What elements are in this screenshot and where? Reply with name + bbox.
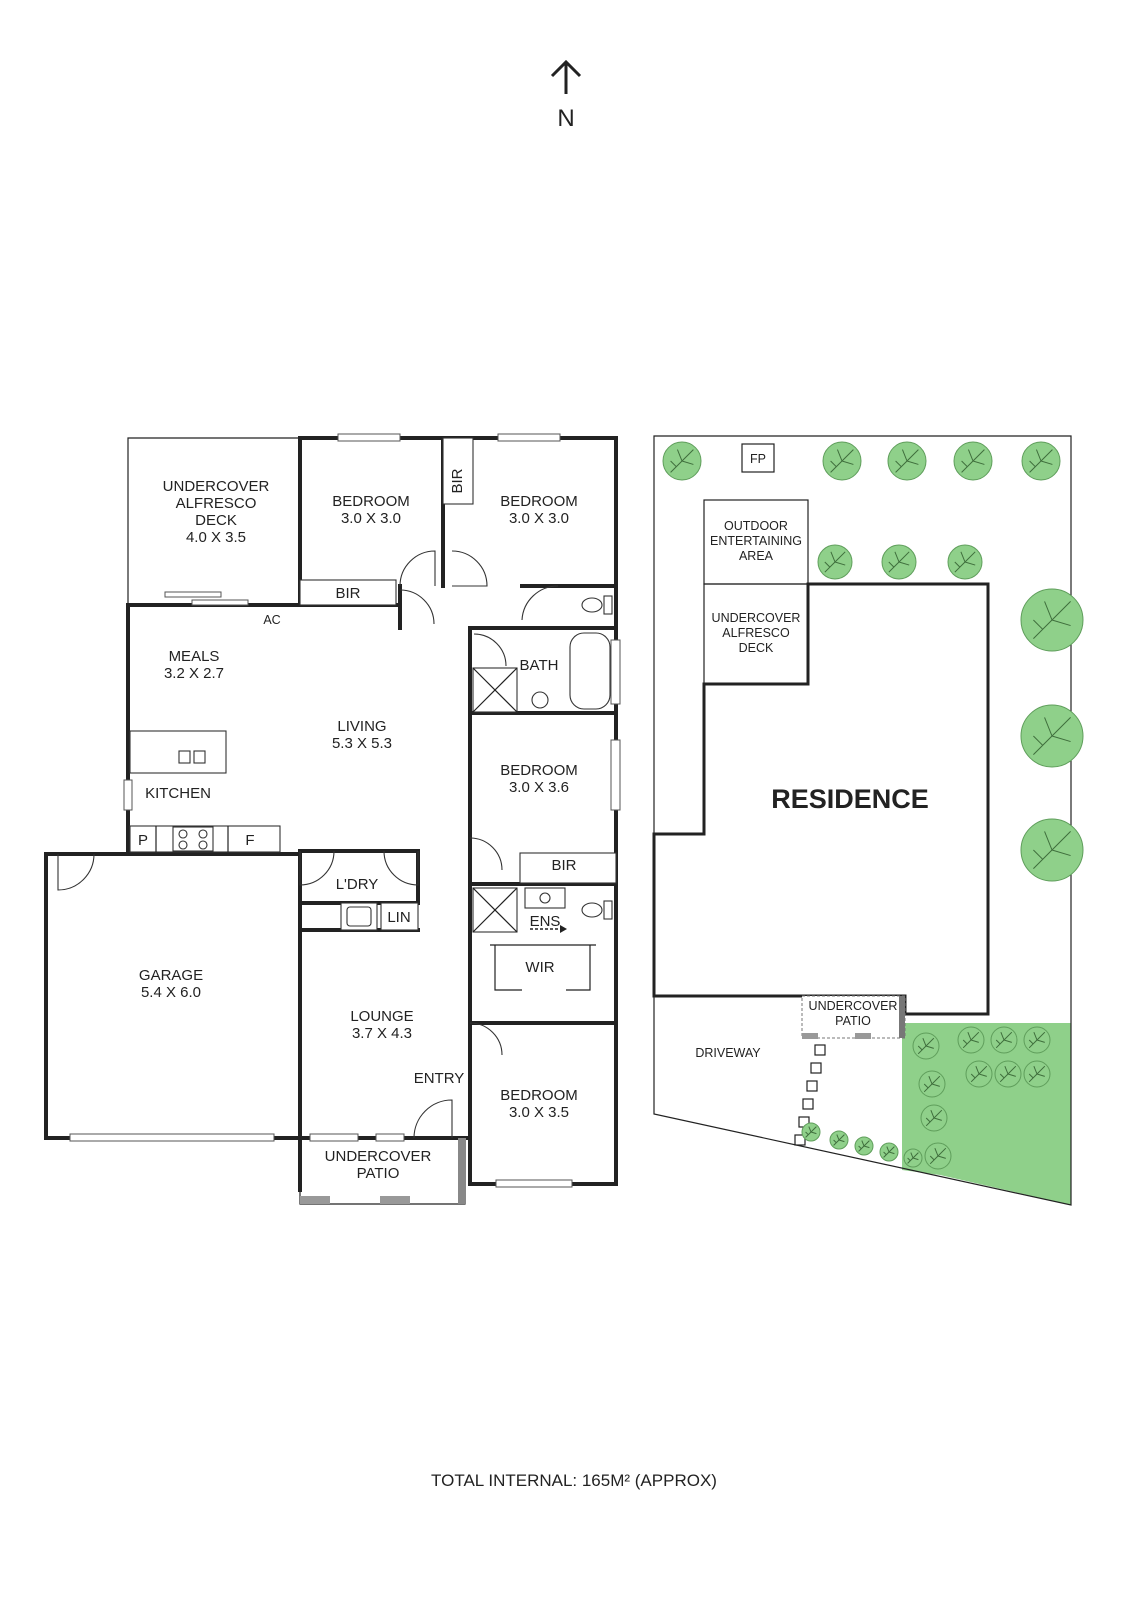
living-dims: 5.3 X 5.3 xyxy=(332,735,392,752)
site-deck-label-2: ALFRESCO xyxy=(722,626,790,640)
wir-label: WIR xyxy=(525,959,554,976)
outdoor-area-label-3: AREA xyxy=(739,549,774,563)
tree-icon xyxy=(817,544,853,580)
site-deck-label-1: UNDERCOVER xyxy=(712,611,801,625)
bedroom-2-dims: 3.0 X 3.0 xyxy=(509,510,569,527)
tree-icon xyxy=(920,1104,948,1132)
bath-label: BATH xyxy=(520,657,559,674)
site-trees xyxy=(662,441,1084,1170)
tree-icon xyxy=(965,1060,993,1088)
tree-icon xyxy=(1023,1026,1051,1054)
tree-icon xyxy=(1021,441,1061,481)
bedroom-4-dims: 3.0 X 3.5 xyxy=(509,1104,569,1121)
bir-bedroom-1-label: BIR xyxy=(335,585,360,602)
tree-icon xyxy=(1023,1060,1051,1088)
driveway-label: DRIVEWAY xyxy=(695,1046,761,1060)
bedroom-1-dims: 3.0 X 3.0 xyxy=(341,510,401,527)
meals-label: MEALS xyxy=(169,648,220,665)
tree-icon xyxy=(887,441,927,481)
tree-icon xyxy=(903,1148,923,1168)
tree-icon xyxy=(822,441,862,481)
alfresco-label-2: ALFRESCO xyxy=(176,495,257,512)
ensuite-label: ENS xyxy=(530,913,561,930)
tree-icon xyxy=(801,1122,821,1142)
tree-icon xyxy=(829,1130,849,1150)
site-patio-label-2: PATIO xyxy=(835,1014,871,1028)
front-patio-label-2: PATIO xyxy=(357,1165,400,1182)
tree-icon xyxy=(854,1136,874,1156)
north-arrow-icon xyxy=(550,59,582,94)
bedroom-3-dims: 3.0 X 3.6 xyxy=(509,779,569,796)
site-plan-drawing xyxy=(652,435,1072,1206)
bir-bedroom-3-label: BIR xyxy=(551,857,576,874)
bir-vertical-label: BIR xyxy=(449,468,466,493)
tree-icon xyxy=(1020,588,1084,652)
tree-icon xyxy=(912,1032,940,1060)
tree-icon xyxy=(918,1070,946,1098)
lounge-label: LOUNGE xyxy=(350,1008,413,1025)
outdoor-area-label-2: ENTERTAINING xyxy=(710,534,802,548)
alfresco-dims: 4.0 X 3.5 xyxy=(186,529,246,546)
bedroom-1-label: BEDROOM xyxy=(332,493,410,510)
tree-icon xyxy=(1020,818,1084,882)
bedroom-2-label: BEDROOM xyxy=(500,493,578,510)
tree-icon xyxy=(924,1142,952,1170)
tree-icon xyxy=(662,441,702,481)
linen-label: LIN xyxy=(387,909,410,926)
fp-label: FP xyxy=(750,452,766,466)
floor-plan-drawing xyxy=(44,433,621,1205)
bedroom-3-label: BEDROOM xyxy=(500,762,578,779)
bedroom-4-label: BEDROOM xyxy=(500,1087,578,1104)
kitchen-label: KITCHEN xyxy=(145,785,211,802)
tree-icon xyxy=(990,1026,1018,1054)
tree-icon xyxy=(953,441,993,481)
meals-dims: 3.2 X 2.7 xyxy=(164,665,224,682)
living-label: LIVING xyxy=(337,718,386,735)
residence-label: RESIDENCE xyxy=(771,784,929,814)
total-area-label: TOTAL INTERNAL: 165M² (APPROX) xyxy=(431,1471,717,1490)
tree-icon xyxy=(1020,704,1084,768)
tree-icon xyxy=(881,544,917,580)
site-patio-label-1: UNDERCOVER xyxy=(809,999,898,1013)
alfresco-label-1: UNDERCOVER xyxy=(163,478,270,495)
front-patio-label-1: UNDERCOVER xyxy=(325,1148,432,1165)
north-label: N xyxy=(557,105,574,132)
alfresco-label-3: DECK xyxy=(195,512,237,529)
lounge-dims: 3.7 X 4.3 xyxy=(352,1025,412,1042)
garage-label: GARAGE xyxy=(139,967,203,984)
tree-icon xyxy=(879,1142,899,1162)
garage-dims: 5.4 X 6.0 xyxy=(141,984,201,1001)
ac-label: AC xyxy=(263,613,280,627)
entry-label: ENTRY xyxy=(414,1070,465,1087)
site-deck-label-3: DECK xyxy=(739,641,774,655)
fridge-label: F xyxy=(245,832,254,849)
tree-icon xyxy=(957,1026,985,1054)
tree-icon xyxy=(994,1060,1022,1088)
outdoor-area-label-1: OUTDOOR xyxy=(724,519,788,533)
pantry-label: P xyxy=(138,832,148,849)
tree-icon xyxy=(947,544,983,580)
laundry-label: L'DRY xyxy=(336,876,379,893)
